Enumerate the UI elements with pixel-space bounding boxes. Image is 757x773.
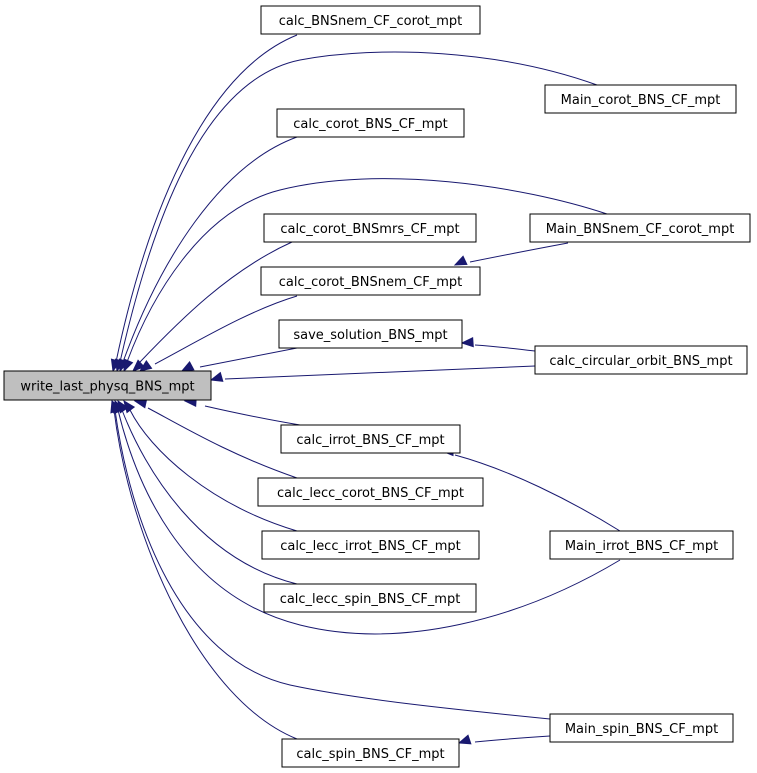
node-main-irrot[interactable]: Main_irrot_BNS_CF_mpt [549, 530, 734, 560]
node-calc-BNSnem-corot[interactable]: calc_BNSnem_CF_corot_mpt [260, 5, 481, 35]
arrowhead-6 [138, 360, 153, 372]
arrowhead-8 [460, 336, 474, 348]
node-calc-irrot[interactable]: calc_irrot_BNS_CF_mpt [280, 424, 461, 454]
node-box [260, 266, 481, 296]
edge-17 [113, 409, 298, 740]
node-box [263, 583, 477, 613]
node-calc-corot[interactable]: calc_corot_BNS_CF_mpt [276, 108, 465, 138]
node-box [549, 713, 734, 743]
node-box [529, 213, 751, 243]
node-calc-circular[interactable]: calc_circular_orbit_BNS_mpt [534, 345, 748, 375]
edge-12 [147, 407, 298, 479]
node-box [260, 5, 481, 35]
node-label: calc_lecc_spin_BNS_CF_mpt [280, 592, 461, 607]
edge-13 [129, 409, 298, 532]
edge-16 [114, 409, 551, 720]
node-box [534, 345, 748, 375]
edge-10 [204, 405, 301, 426]
node-label: calc_corot_BNS_CF_mpt [293, 117, 448, 132]
node-main-spin[interactable]: Main_spin_BNS_CF_mpt [549, 713, 734, 743]
node-label: Main_spin_BNS_CF_mpt [565, 722, 718, 737]
edge-14 [121, 409, 298, 585]
node-calc-spin[interactable]: calc_spin_BNS_CF_mpt [281, 738, 460, 768]
node-label: calc_circular_orbit_BNS_mpt [549, 354, 732, 369]
edge-8 [474, 344, 536, 352]
node-calc-lecc-irrot[interactable]: calc_lecc_irrot_BNS_CF_mpt [261, 530, 480, 560]
edge-0 [115, 34, 298, 363]
node-write-last[interactable]: write_last_physq_BNS_mpt [3, 370, 212, 401]
edge-7 [199, 347, 298, 368]
arrowhead-17 [110, 399, 121, 414]
node-label: calc_irrot_BNS_CF_mpt [296, 433, 444, 448]
node-box [257, 477, 484, 507]
node-label: calc_BNSnem_CF_corot_mpt [279, 14, 462, 29]
node-calc-lecc-spin[interactable]: calc_lecc_spin_BNS_CF_mpt [263, 583, 477, 613]
arrowhead-18 [457, 734, 472, 745]
arrowhead-3 [123, 358, 134, 373]
arrowhead-4 [132, 359, 146, 372]
node-label: Main_corot_BNS_CF_mpt [561, 93, 721, 108]
edge-1 [119, 51, 598, 363]
node-label: calc_corot_BNSmrs_CF_mpt [280, 222, 459, 237]
node-save-solution[interactable]: save_solution_BNS_mpt [278, 319, 463, 349]
node-box [549, 530, 734, 560]
node-label: calc_corot_BNSnem_CF_mpt [279, 275, 462, 290]
node-calc-corot-nem[interactable]: calc_corot_BNSnem_CF_mpt [260, 266, 481, 296]
node-label: Main_BNSnem_CF_corot_mpt [546, 222, 735, 237]
node-label: write_last_physq_BNS_mpt [20, 380, 194, 395]
edge-4 [139, 241, 293, 363]
node-label: Main_irrot_BNS_CF_mpt [565, 539, 718, 554]
arrowhead-9 [209, 371, 224, 382]
node-box [261, 530, 480, 560]
edges [110, 34, 621, 745]
edge-6 [154, 295, 298, 365]
node-box [278, 319, 463, 349]
node-box [280, 424, 461, 454]
node-label: calc_lecc_corot_BNS_CF_mpt [277, 486, 464, 501]
node-calc-corot-mrs[interactable]: calc_corot_BNSmrs_CF_mpt [263, 213, 477, 243]
node-label: save_solution_BNS_mpt [293, 328, 447, 343]
edge-5 [469, 242, 569, 263]
edge-11 [454, 454, 621, 532]
node-box [3, 370, 212, 401]
node-box [281, 738, 460, 768]
node-main-BNSnem[interactable]: Main_BNSnem_CF_corot_mpt [529, 213, 751, 243]
edge-15 [117, 409, 621, 635]
node-label: calc_spin_BNS_CF_mpt [296, 747, 444, 762]
node-box [263, 213, 477, 243]
node-calc-lecc-corot[interactable]: calc_lecc_corot_BNS_CF_mpt [257, 477, 484, 507]
edge-2 [122, 136, 298, 363]
node-label: calc_lecc_irrot_BNS_CF_mpt [280, 539, 461, 554]
nodes: write_last_physq_BNS_mpt calc_BNSnem_CF_c… [3, 5, 751, 768]
edge-18 [474, 735, 551, 743]
arrowhead-7 [180, 360, 195, 372]
node-main-corot[interactable]: Main_corot_BNS_CF_mpt [544, 84, 737, 114]
edge-3 [126, 178, 608, 363]
arrowhead-5 [453, 255, 468, 266]
node-box [544, 84, 737, 114]
node-box [276, 108, 465, 138]
edge-9 [224, 365, 536, 380]
